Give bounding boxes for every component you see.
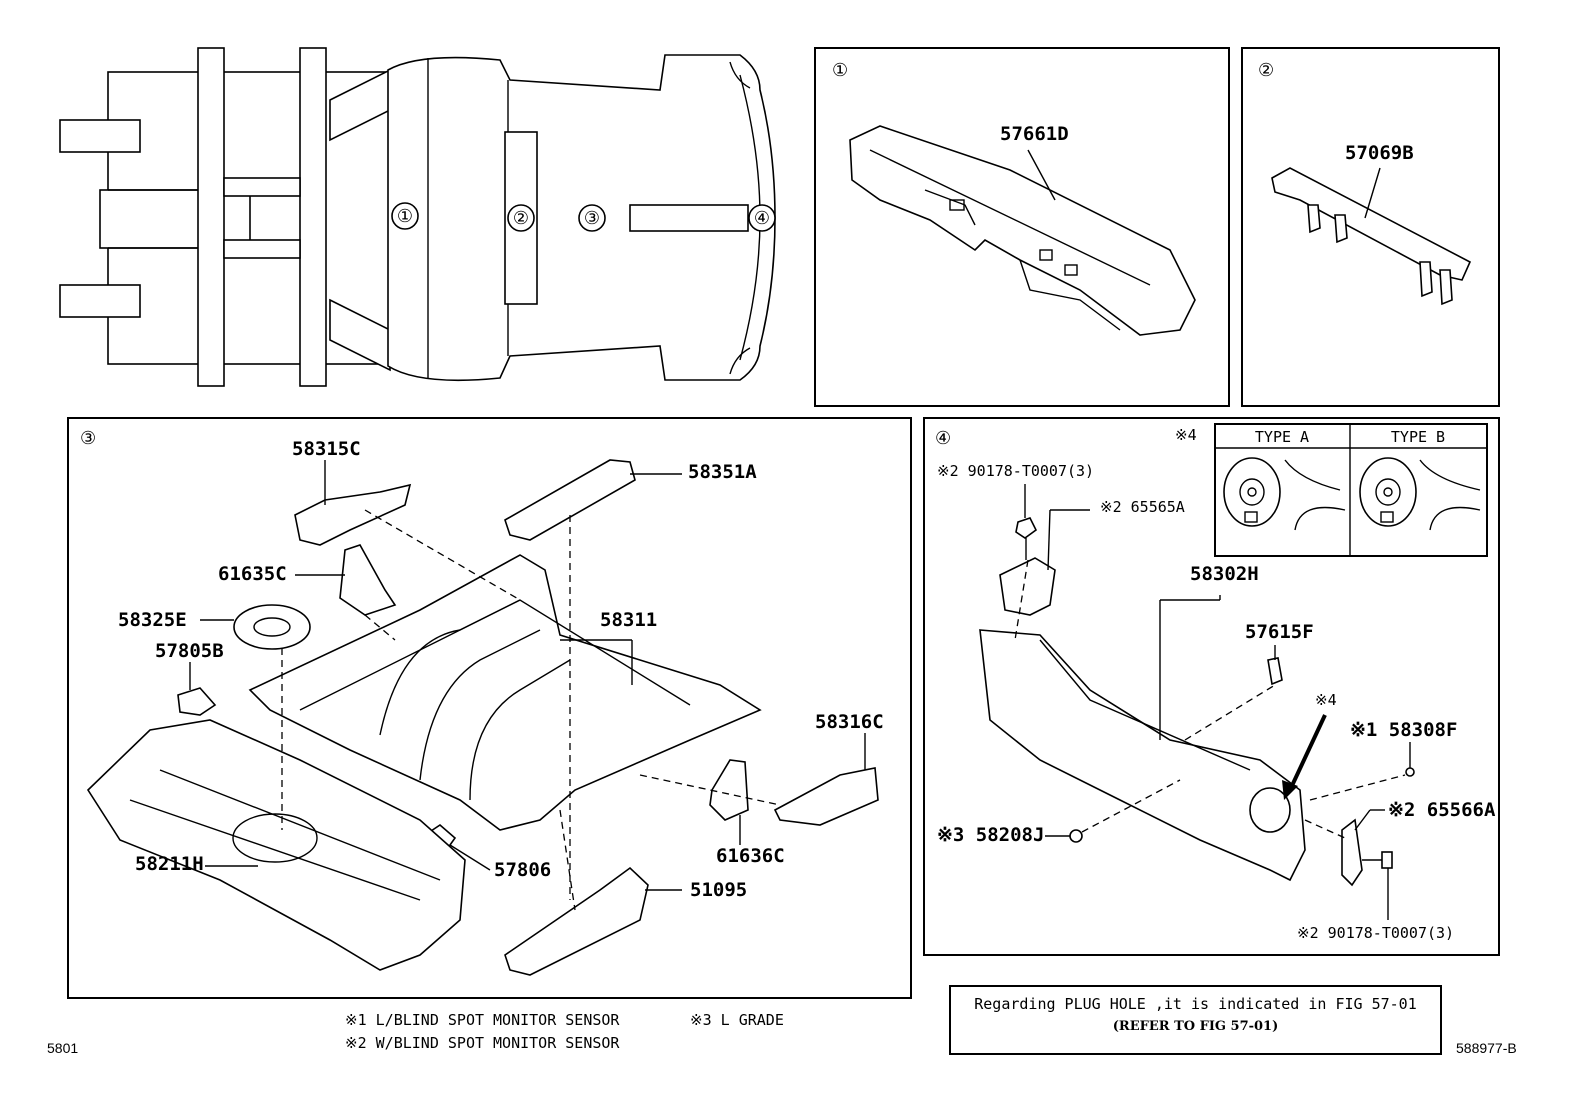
figure-id: 588977-B xyxy=(1456,1040,1517,1056)
panel-3-marker: ③ xyxy=(80,428,96,449)
legend-note-1: ※1 L/BLIND SPOT MONITOR SENSOR xyxy=(345,1011,620,1029)
overview-marker-3: ③ xyxy=(584,208,600,229)
label-58325E: 58325E xyxy=(118,609,187,631)
label-58208J: ※3 58208J xyxy=(937,824,1044,846)
type-b-detail xyxy=(1359,457,1481,531)
label-58315C: 58315C xyxy=(292,438,361,460)
label-57069B: 57069B xyxy=(1345,142,1414,164)
label-90178-T0007-bottom: ※2 90178-T0007(3) xyxy=(1297,924,1454,942)
type-a-detail xyxy=(1223,457,1346,531)
label-58311: 58311 xyxy=(600,609,657,631)
page-code: 5801 xyxy=(47,1040,79,1056)
label-58302H: 58302H xyxy=(1190,563,1259,585)
label-58316C: 58316C xyxy=(815,711,884,733)
label-58308F: ※1 58308F xyxy=(1350,719,1457,741)
overview-marker-1: ① xyxy=(397,206,413,227)
label-58351A: 58351A xyxy=(688,461,757,483)
plug-hole-note-line2: (REFER TO FIG 57-01) xyxy=(1112,1019,1279,1034)
panel-4: ④ ※4 TYPE A TYPE B ※2 90178-T0007(3) xyxy=(923,417,1500,956)
plug-hole-note-line1: Regarding PLUG HOLE ,it is indicated in … xyxy=(974,995,1417,1013)
overview-marker-2: ② xyxy=(513,208,529,229)
label-57661D: 57661D xyxy=(1000,123,1069,145)
type-b-label: TYPE B xyxy=(1391,428,1445,446)
label-61635C: 61635C xyxy=(218,563,287,585)
panel-1: ① 57661D xyxy=(814,47,1230,407)
type-ref-marker: ※4 xyxy=(1175,426,1197,444)
type-a-label: TYPE A xyxy=(1255,428,1309,446)
label-57806: 57806 xyxy=(494,859,551,881)
label-65565A: ※2 65565A xyxy=(1100,498,1185,516)
panel-4-marker: ④ xyxy=(935,428,951,449)
label-90178-T0007-top: ※2 90178-T0007(3) xyxy=(937,462,1094,480)
label-57805B: 57805B xyxy=(155,640,224,662)
panel-2-marker: ② xyxy=(1258,60,1274,81)
body-overview: ① ② ③ ④ xyxy=(59,47,776,387)
panel-2: ② 57069B xyxy=(1241,47,1500,407)
overview-marker-4: ④ xyxy=(754,208,770,229)
label-61636C: 61636C xyxy=(716,845,785,867)
label-51095: 51095 xyxy=(690,879,747,901)
type-callout-marker: ※4 xyxy=(1315,691,1337,709)
plug-hole-note-box: Regarding PLUG HOLE ,it is indicated in … xyxy=(949,985,1442,1055)
label-57615F: 57615F xyxy=(1245,621,1314,643)
label-65566A: ※2 65566A xyxy=(1388,799,1496,821)
panel-1-marker: ① xyxy=(832,60,848,81)
legend-note-2: ※2 W/BLIND SPOT MONITOR SENSOR xyxy=(345,1034,620,1052)
label-58211H: 58211H xyxy=(135,853,204,875)
legend-note-3: ※3 L GRADE xyxy=(690,1011,784,1029)
panel-3: ③ 58315C 58351A 61635C 58325E 58311 5780… xyxy=(67,417,912,999)
